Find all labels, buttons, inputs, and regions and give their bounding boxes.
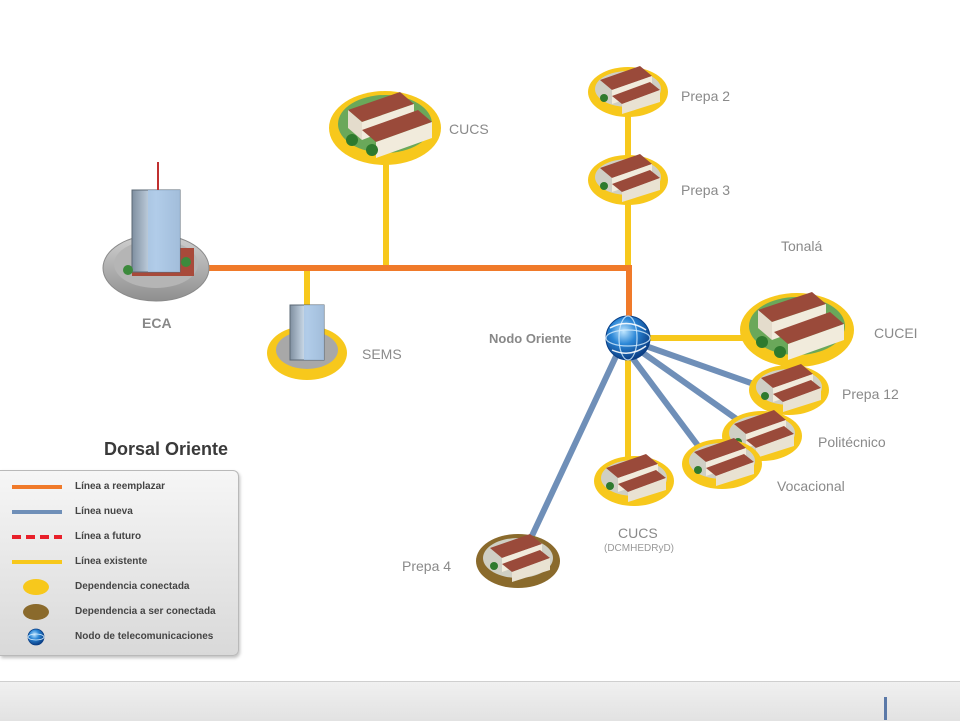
yellow-ellipse-icon: [23, 579, 49, 595]
tonala-label: Tonalá: [781, 238, 823, 254]
link-prepa12: [639, 341, 766, 391]
cucs-top-label: CUCS: [449, 121, 489, 137]
footer-accent-mark: [884, 697, 887, 720]
red-dashed-line-icon: [12, 535, 62, 539]
prepa12-campus-icon: [749, 364, 829, 415]
cucei-label: CUCEI: [874, 325, 918, 341]
legend-item-new-line: Línea nueva: [0, 500, 238, 525]
legend-label: Nodo de telecomunicaciones: [75, 631, 214, 642]
legend-label: Línea nueva: [75, 506, 133, 517]
legend-item-future-line: Línea a futuro: [0, 525, 238, 550]
cucs-bottom-campus-icon: [594, 454, 674, 506]
prepa2-label: Prepa 2: [681, 88, 731, 104]
blue-line-icon: [12, 510, 62, 514]
prepa2-campus-icon: [588, 66, 668, 117]
legend-panel: Línea a reemplazar Línea nueva Línea a f…: [0, 470, 239, 656]
prepa4-label: Prepa 4: [402, 558, 452, 574]
legend-item-to-connect: Dependencia a ser conectada: [0, 600, 238, 625]
eca-label: ECA: [142, 315, 172, 331]
orange-line-icon: [12, 485, 62, 489]
globe-node-icon: [27, 628, 45, 646]
yellow-line-icon: [12, 560, 62, 564]
legend-item-node: Nodo de telecomunicaciones: [0, 625, 238, 650]
prepa3-label: Prepa 3: [681, 182, 731, 198]
sems-building-icon: [267, 304, 347, 380]
legend-label: Línea a futuro: [75, 531, 142, 542]
cucei-campus-icon: [740, 292, 854, 367]
footer-bar: [0, 681, 960, 721]
legend-label: Dependencia a ser conectada: [75, 606, 216, 617]
cucs-bottom-sublabel: (DCMHEDRyD): [604, 543, 674, 554]
link-vocacional: [625, 350, 708, 457]
diagram-title: Dorsal Oriente: [104, 439, 229, 459]
link-politecnico: [634, 345, 747, 428]
cucs-bottom-label: CUCS: [618, 525, 658, 541]
eca-building-icon: [102, 162, 210, 302]
brown-ellipse-icon: [23, 604, 49, 620]
vocacional-label: Vocacional: [777, 478, 845, 494]
legend-item-existing-line: Línea existente: [0, 550, 238, 575]
legend-item-replace-line: Línea a reemplazar: [0, 475, 238, 500]
vocacional-campus-icon: [682, 438, 762, 489]
legend-label: Dependencia conectada: [75, 581, 190, 592]
sems-label: SEMS: [362, 346, 402, 362]
prepa4-campus-icon: [476, 534, 560, 588]
nodo-oriente-label: Nodo Oriente: [489, 331, 572, 346]
nodo-oriente-globe-icon: [605, 315, 651, 361]
legend-item-connected: Dependencia conectada: [0, 575, 238, 600]
prepa12-label: Prepa 12: [842, 386, 899, 402]
prepa3-campus-icon: [588, 154, 668, 205]
legend-label: Línea existente: [75, 556, 148, 567]
cucs-top-campus-icon: [329, 91, 441, 165]
link-prepa4: [527, 350, 621, 542]
legend-label: Línea a reemplazar: [75, 481, 166, 492]
politecnico-label: Politécnico: [818, 434, 886, 450]
